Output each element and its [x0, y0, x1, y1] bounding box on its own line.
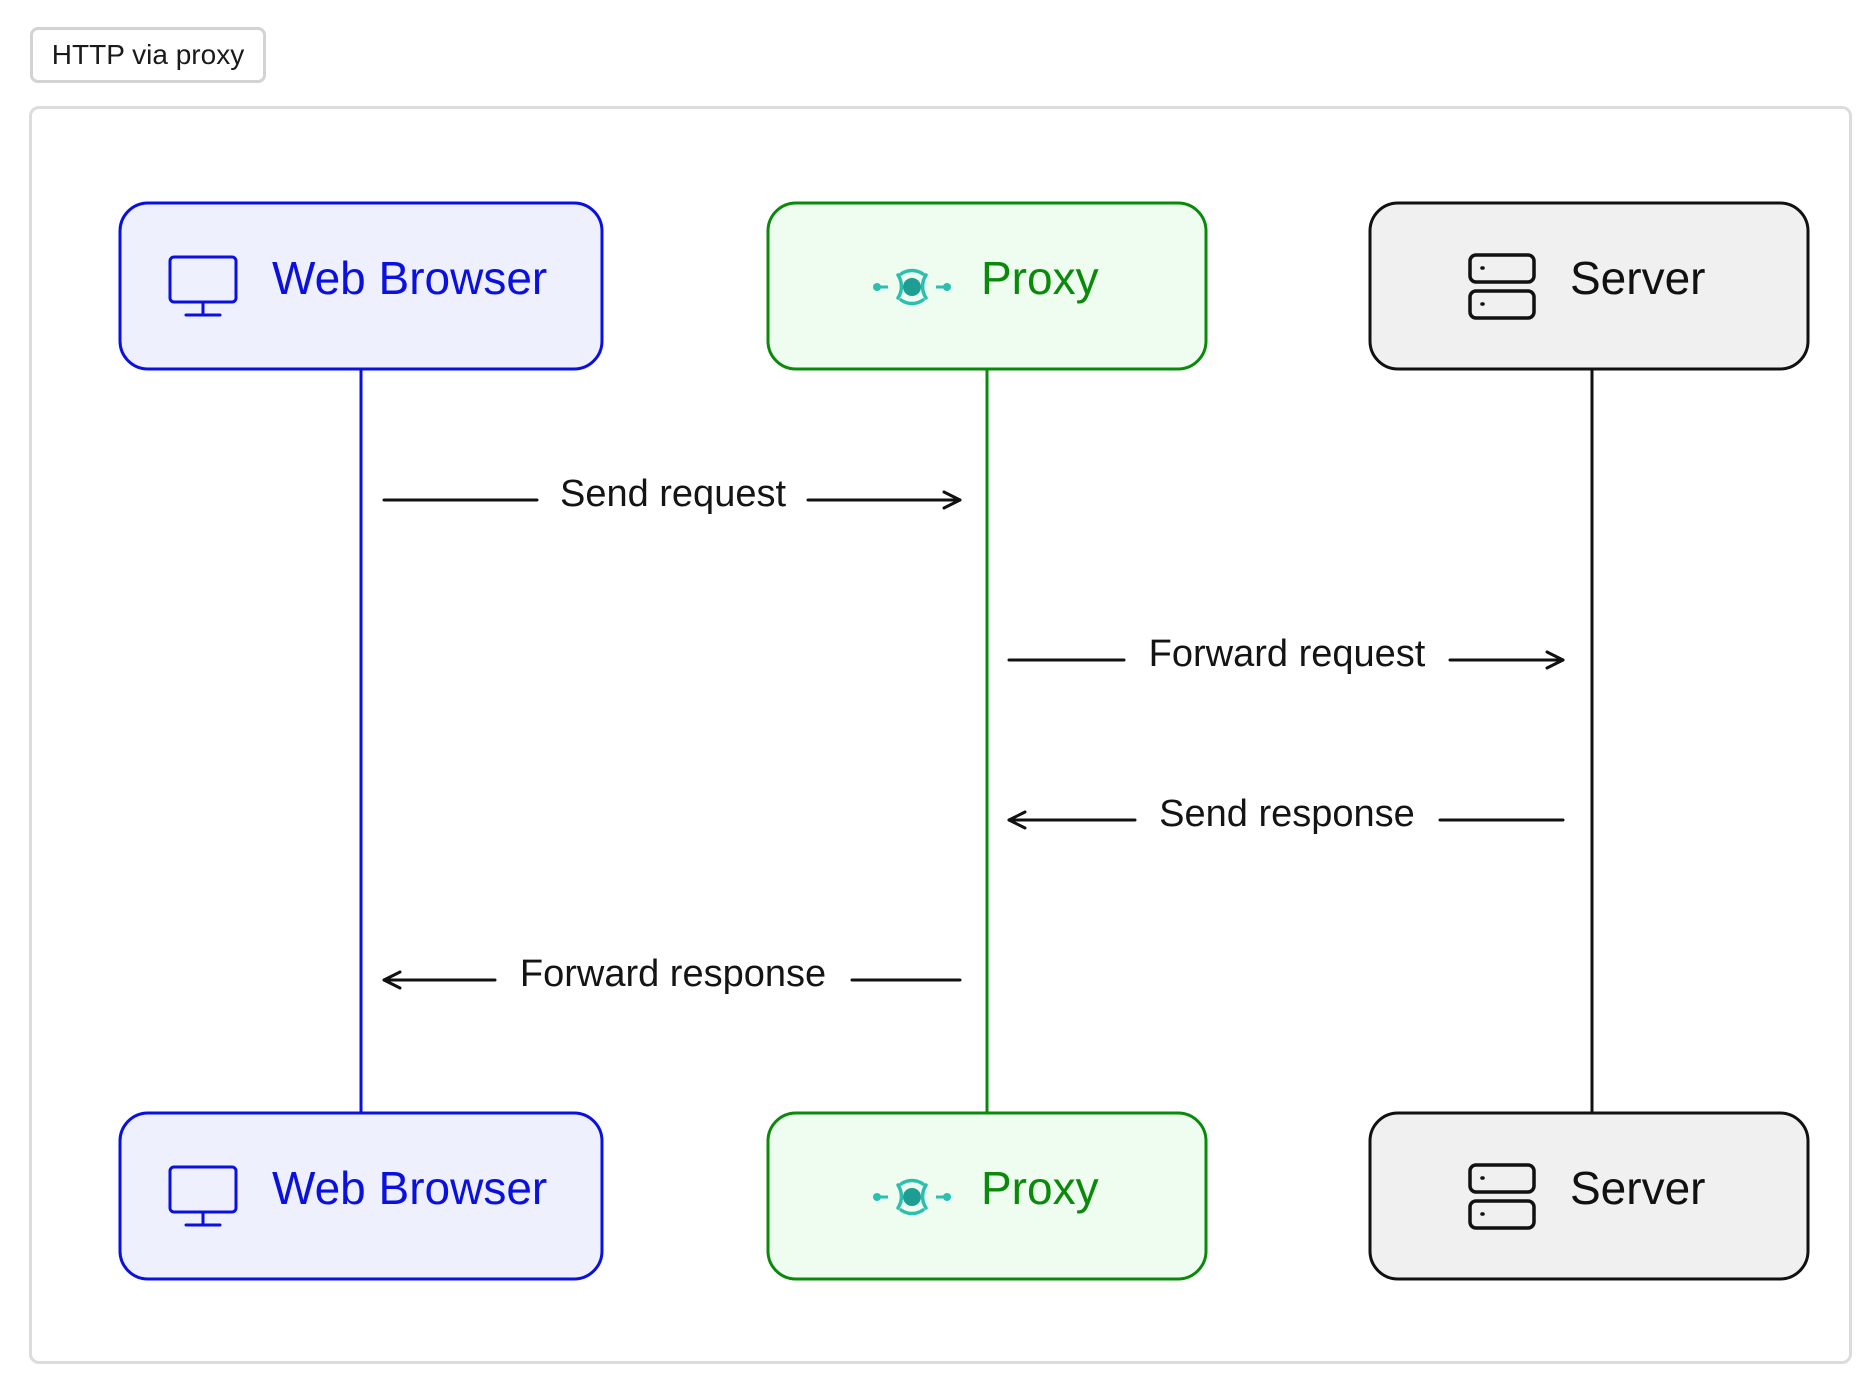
message-label-forward-request: Forward request [1149, 633, 1426, 675]
diagram-title-tag: HTTP via proxy [30, 27, 266, 83]
participant-label-proxy-top: Proxy [981, 252, 1099, 304]
participant-proxy-top: Proxy [766, 201, 1208, 371]
participant-server-top: Server [1368, 201, 1810, 371]
message-label-forward-response: Forward response [520, 953, 826, 995]
message-label-send-response: Send response [1159, 793, 1415, 835]
proxy-node-icon [873, 1178, 951, 1216]
server-icon [1468, 1163, 1536, 1230]
proxy-node-icon [873, 268, 951, 306]
participant-label-server-top: Server [1570, 252, 1705, 304]
monitor-icon [168, 1165, 238, 1227]
participant-label-browser-top: Web Browser [272, 252, 547, 304]
participant-label-browser-bottom: Web Browser [272, 1162, 547, 1214]
diagram-title: HTTP via proxy [51, 39, 245, 70]
participant-proxy-bottom: Proxy [766, 1111, 1208, 1281]
participant-label-server-bottom: Server [1570, 1162, 1705, 1214]
participant-browser-top: Web Browser [118, 201, 604, 371]
participant-label-proxy-bottom: Proxy [981, 1162, 1099, 1214]
participant-browser-bottom: Web Browser [118, 1111, 604, 1281]
monitor-icon [168, 255, 238, 317]
server-icon [1468, 253, 1536, 320]
message-label-send-request: Send request [560, 473, 786, 515]
participant-server-bottom: Server [1368, 1111, 1810, 1281]
